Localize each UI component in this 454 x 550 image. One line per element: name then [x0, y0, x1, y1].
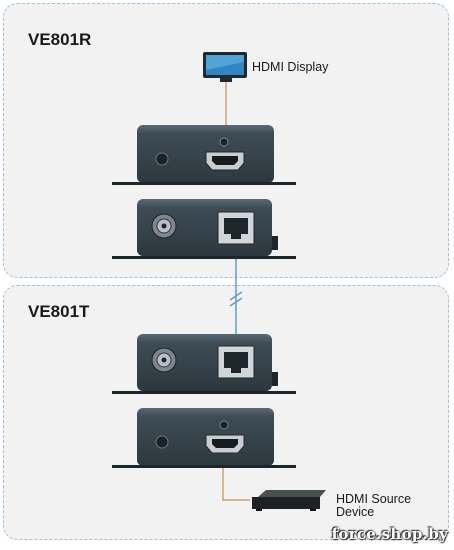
- hdmi-display-icon: [203, 52, 247, 82]
- receiver-title: VE801R: [28, 30, 92, 49]
- hdmi-source-device-icon: [252, 490, 326, 511]
- cable-break-mark-2: [229, 297, 243, 307]
- hdmi-display-label: HDMI Display: [252, 60, 329, 74]
- hdmi-source-label: HDMI Source Device: [336, 492, 446, 518]
- cable-break-mark-1: [229, 291, 243, 301]
- receiver-rj45-side-device: [112, 199, 296, 259]
- hdmi-source-label-line2: Device: [336, 505, 375, 518]
- receiver-hdmi-side-device: [112, 125, 296, 185]
- transmitter-title: VE801T: [28, 302, 90, 321]
- hdmi-source-label-line1: HDMI Source: [336, 492, 412, 506]
- watermark-text: force.shop.by: [331, 525, 448, 543]
- transmitter-hdmi-side-device: [112, 408, 296, 468]
- transmitter-rj45-side-device: [112, 334, 296, 394]
